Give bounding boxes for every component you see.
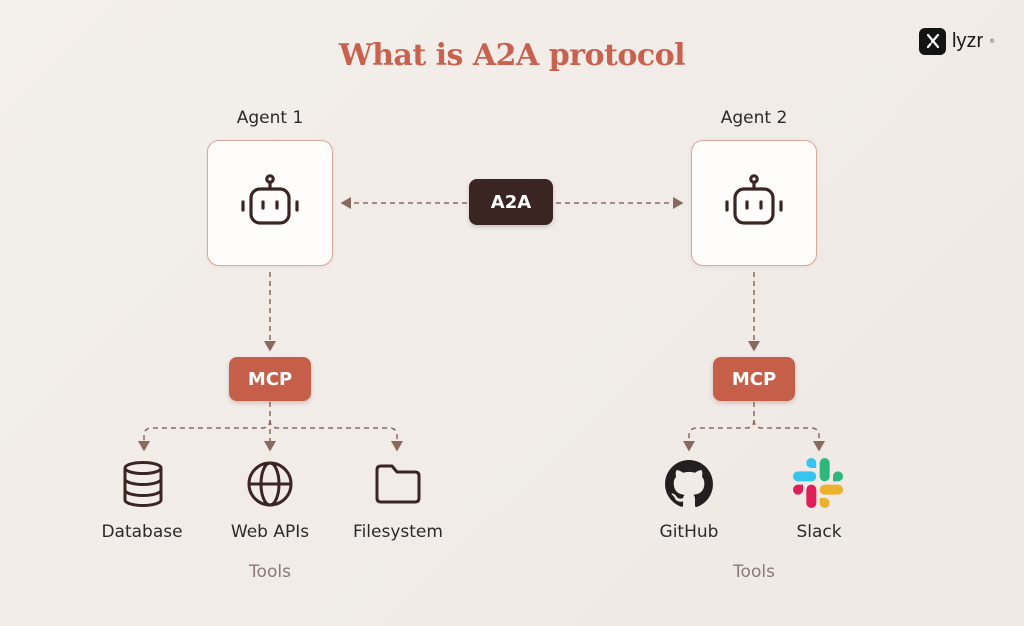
- page-title: What is A2A protocol: [338, 38, 686, 73]
- database-icon: [118, 459, 168, 509]
- filesystem-label: Filesystem: [353, 522, 443, 542]
- robot-icon: [239, 172, 301, 234]
- github-label: GitHub: [659, 522, 719, 542]
- agent-1-label: Agent 1: [236, 108, 304, 128]
- robot-icon: [723, 172, 785, 234]
- mcp-badge-right: MCP: [713, 357, 795, 401]
- tools-caption-left: Tools: [249, 562, 291, 582]
- globe-icon: [245, 459, 295, 509]
- trademark-mark: ®: [989, 37, 996, 45]
- github-tool-branch: [683, 402, 755, 452]
- github-icon: [664, 459, 714, 509]
- web-apis-label: Web APIs: [230, 522, 310, 542]
- a2a-badge: A2A: [469, 179, 553, 225]
- lyzr-logo-text: lyzr: [952, 29, 984, 52]
- tools-caption-right: Tools: [733, 562, 775, 582]
- agent-1-card[interactable]: [207, 140, 333, 266]
- mcp-badge-left: MCP: [229, 357, 311, 401]
- lyzr-logo: lyzr ®: [919, 27, 995, 55]
- agent-2-label: Agent 2: [720, 108, 788, 128]
- left-tool-branch: [138, 402, 271, 452]
- slack-icon: [793, 458, 843, 508]
- slack-tool-branch: [753, 419, 825, 452]
- lyzr-logo-mark-icon: [919, 27, 946, 55]
- database-label: Database: [101, 522, 183, 542]
- slack-label: Slack: [796, 522, 842, 542]
- folder-icon: [373, 459, 423, 509]
- right-tool-branch: [269, 419, 403, 452]
- agent-2-card[interactable]: [691, 140, 817, 266]
